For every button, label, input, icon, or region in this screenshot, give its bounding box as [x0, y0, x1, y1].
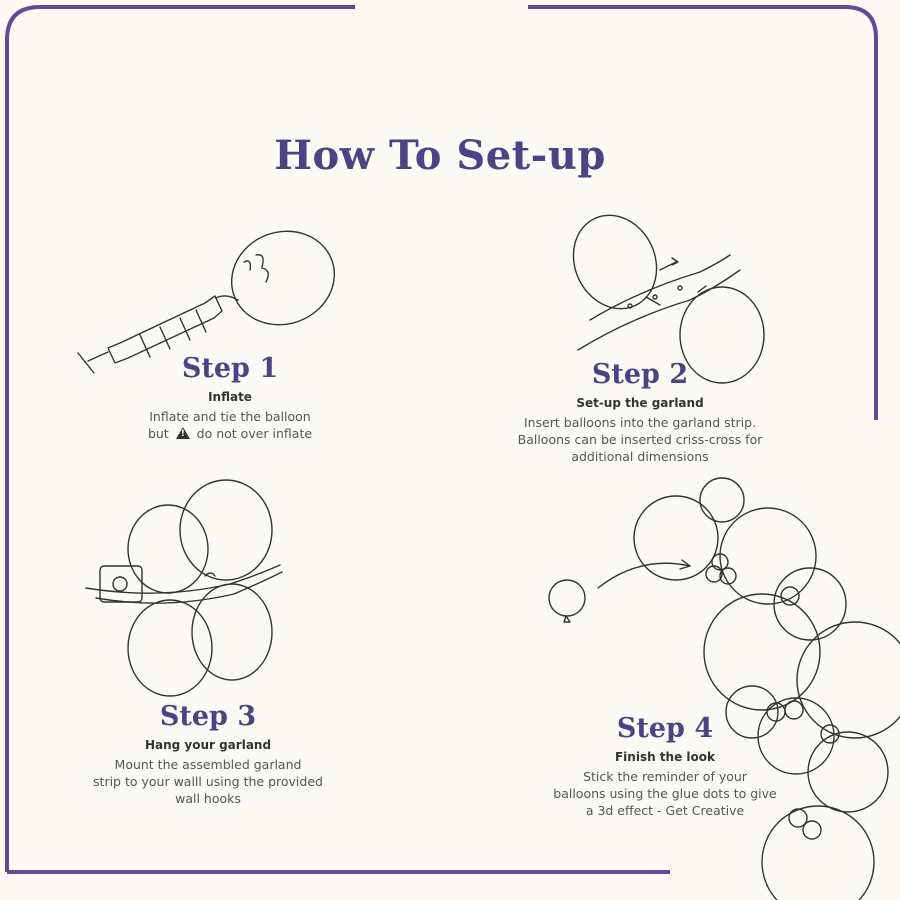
step-4: Step 4 Finish the look Stick the reminde… — [535, 712, 795, 819]
step-2-desc-line: Balloons can be inserted criss-cross for — [517, 432, 763, 447]
step-1-description: Inflate and tie the balloon but do not o… — [120, 408, 340, 442]
step-2-description: Insert balloons into the garland strip. … — [500, 414, 780, 465]
step-1-heading: Step 1 — [181, 353, 279, 384]
step-2: Step 2 Set-up the garland Insert balloon… — [500, 358, 780, 465]
page-title: How To Set-up — [274, 132, 606, 179]
step-4-desc-line: a 3d effect - Get Creative — [585, 803, 745, 818]
step-3: Step 3 Hang your garland Mount the assem… — [78, 700, 338, 807]
step-3-desc-line: wall hooks — [175, 791, 241, 806]
step-1-subtitle: Inflate — [208, 390, 252, 404]
step-4-heading: Step 4 — [616, 713, 714, 744]
step-4-desc-line: Stick the reminder of your — [583, 769, 747, 784]
step-1: Step 1 Inflate Inflate and tie the ballo… — [120, 352, 340, 442]
pump-balloon-illustration — [77, 230, 336, 374]
step-4-subtitle: Finish the look — [614, 750, 715, 764]
warning-icon — [175, 427, 190, 439]
step-2-heading: Step 2 — [591, 359, 689, 390]
step-3-subtitle: Hang your garland — [144, 738, 272, 752]
step-3-description: Mount the assembled garland strip to you… — [78, 756, 338, 807]
step-2-desc-line: additional dimensions — [571, 449, 709, 464]
step-1-desc-before: but — [147, 426, 169, 441]
step-1-desc-line-2: but do not over inflate — [120, 425, 340, 442]
hanging-garland-illustration — [85, 479, 283, 697]
step-3-desc-line: strip to your walll using the provided — [93, 774, 323, 789]
garland-strip-illustration — [572, 214, 765, 384]
step-2-desc-line: Insert balloons into the garland strip. — [523, 415, 757, 430]
step-3-desc-line: Mount the assembled garland — [114, 757, 302, 772]
step-1-desc-line-1: Inflate and tie the balloon — [149, 409, 311, 424]
step-4-description: Stick the reminder of your balloons usin… — [535, 768, 795, 819]
balloon-arch-illustration — [548, 477, 900, 900]
step-4-desc-line: balloons using the glue dots to give — [553, 786, 777, 801]
step-1-desc-after: do not over inflate — [196, 426, 313, 441]
step-3-heading: Step 3 — [159, 701, 257, 732]
step-2-subtitle: Set-up the garland — [576, 396, 704, 410]
